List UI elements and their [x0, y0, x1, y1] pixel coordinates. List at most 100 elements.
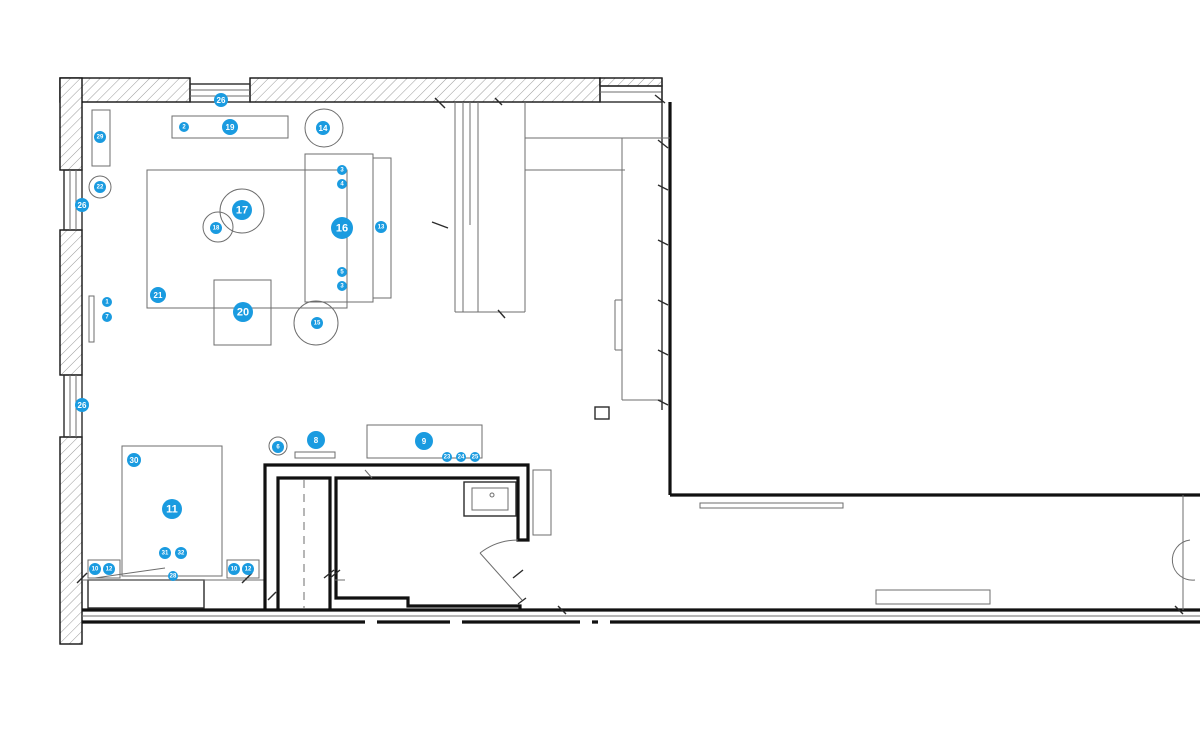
marker-circle: [311, 317, 323, 329]
marker: 9: [415, 432, 433, 450]
shelf-left: [91, 109, 111, 167]
marker: 4: [337, 179, 347, 189]
bench: [294, 451, 336, 459]
desk: [366, 424, 483, 459]
marker: 3: [337, 165, 347, 175]
marker-circle: [470, 452, 480, 462]
marker-circle: [103, 563, 115, 575]
marker-circle: [162, 499, 182, 519]
marker-circle: [337, 281, 347, 291]
marker: 17: [232, 200, 252, 220]
marker-label: 15: [314, 321, 321, 327]
marker: 15: [311, 317, 323, 329]
marker-label: 23: [444, 455, 451, 461]
marker-circle: [272, 441, 284, 453]
marker: 3: [337, 281, 347, 291]
marker-label: 5: [340, 270, 344, 276]
marker-circle: [159, 547, 171, 559]
marker-label: 19: [226, 123, 235, 132]
marker-label: 16: [336, 223, 348, 235]
bath-closet: [263, 463, 552, 610]
marker-circle: [150, 287, 166, 303]
marker-circle: [415, 432, 433, 450]
marker-label: 9: [422, 437, 427, 446]
wall-panel: [88, 295, 95, 343]
coffee-table-small: [202, 211, 234, 243]
marker: 7: [102, 312, 112, 322]
marker: 18: [210, 222, 222, 234]
cabinet-right: [532, 469, 552, 536]
marker-label: 4: [340, 182, 344, 188]
marker-circle: [232, 200, 252, 220]
marker: 10: [228, 563, 240, 575]
side-table-top: [304, 108, 344, 148]
marker-label: 26: [217, 96, 226, 105]
marker: 6: [272, 441, 284, 453]
marker-circle: [75, 198, 89, 212]
marker-label: 30: [130, 456, 139, 465]
lamp: [268, 436, 288, 456]
vanity: [463, 481, 517, 517]
marker-label: 31: [162, 551, 169, 557]
marker: 25: [470, 452, 480, 462]
marker-label: 3: [340, 284, 344, 290]
marker: 26: [214, 93, 228, 107]
marker-circle: [233, 302, 253, 322]
marker-label: 20: [237, 307, 249, 319]
marker-circle: [94, 131, 106, 143]
sofa-back: [372, 157, 392, 299]
marker: 12: [103, 563, 115, 575]
marker: 20: [233, 302, 253, 322]
top-window-right: [599, 85, 663, 103]
marker: 23: [442, 452, 452, 462]
marker-circle: [337, 267, 347, 277]
marker-circle: [456, 452, 466, 462]
marker: 14: [316, 121, 330, 135]
marker-label: 10: [231, 567, 238, 573]
marker-label: 12: [106, 567, 113, 573]
marker-circle: [337, 179, 347, 189]
marker: 2: [179, 122, 189, 132]
dresser: [87, 579, 205, 609]
marker-label: 24: [458, 455, 465, 461]
marker-label: 8: [314, 436, 319, 445]
marker-circle: [89, 563, 101, 575]
marker-label: 17: [236, 205, 248, 217]
marker-label: 25: [472, 455, 479, 461]
nightstand-left: [87, 559, 121, 579]
marker: 22: [94, 181, 106, 193]
marker: 5: [337, 267, 347, 277]
marker-label: 26: [78, 201, 87, 210]
marker-circle: [337, 165, 347, 175]
top-wall-end: [599, 77, 663, 87]
marker-circle: [228, 563, 240, 575]
plant: [88, 175, 112, 199]
marker-circle: [210, 222, 222, 234]
marker: 31: [159, 547, 171, 559]
marker-label: 13: [378, 225, 385, 231]
rug: [146, 169, 348, 309]
kitchen-cabinets: [431, 94, 670, 420]
corridor: [557, 495, 1196, 615]
marker: 28: [168, 571, 178, 581]
marker: 19: [222, 119, 238, 135]
marker-label: 28: [170, 574, 177, 580]
ottoman: [213, 279, 272, 346]
nightstand-right: [226, 559, 260, 579]
marker-label: 10: [92, 567, 99, 573]
marker: 11: [162, 499, 182, 519]
marker: 32: [175, 547, 187, 559]
marker-circle: [316, 121, 330, 135]
marker: 30: [127, 453, 141, 467]
marker-circle: [127, 453, 141, 467]
marker-label: 2: [182, 125, 186, 131]
marker-label: 32: [178, 551, 185, 557]
marker: 1: [102, 297, 112, 307]
marker: 21: [150, 287, 166, 303]
marker-circle: [75, 398, 89, 412]
sink: [471, 487, 509, 511]
marker: 24: [456, 452, 466, 462]
